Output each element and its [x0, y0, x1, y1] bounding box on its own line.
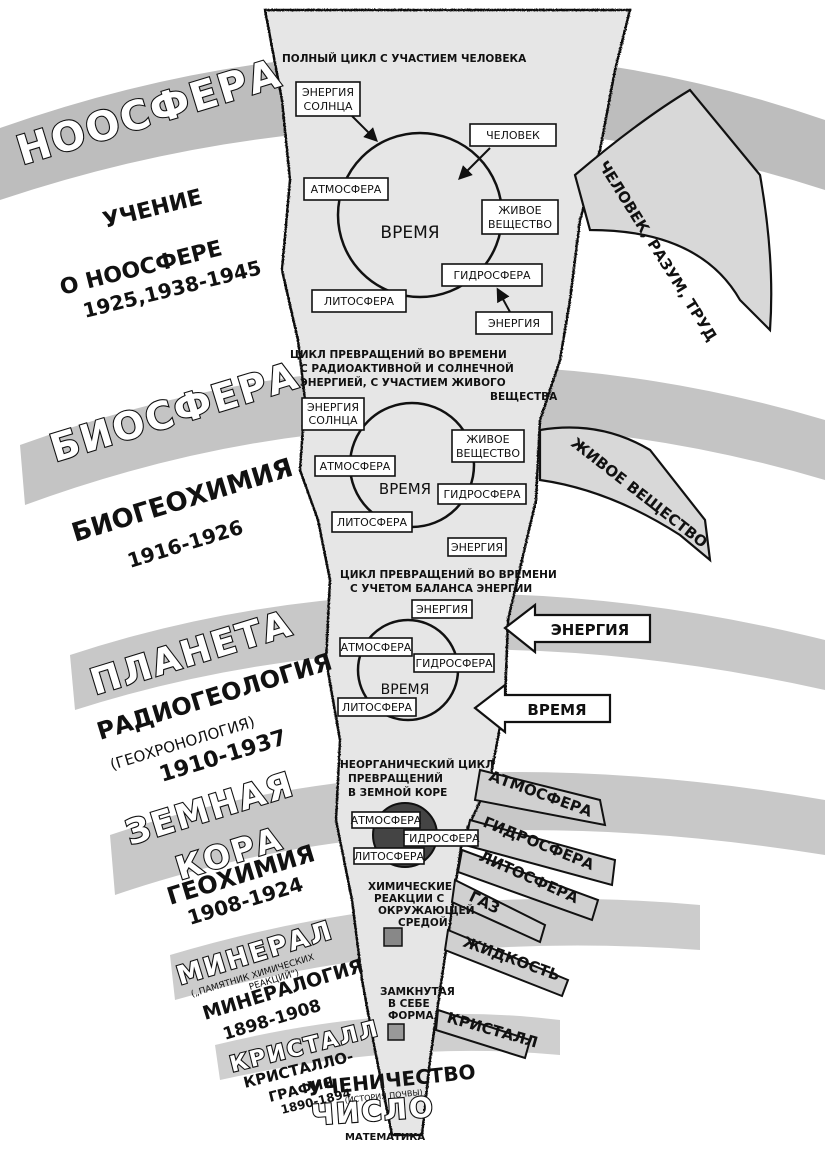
bio-sun-1: ЭНЕРГИЯ: [307, 401, 359, 414]
noo-living-2: ВЕЩЕСТВО: [488, 218, 552, 231]
crust-caption-3: В ЗЕМНОЙ КОРЕ: [348, 786, 447, 799]
noo-hydro: ГИДРОСФЕРА: [453, 269, 531, 282]
branch-living: [540, 428, 710, 561]
crust-hydro: ГИДРОСФЕРА: [402, 832, 480, 845]
crust-litho: ЛИТОСФЕРА: [354, 850, 425, 863]
noo-caption: ПОЛНЫЙ ЦИКЛ С УЧАСТИЕМ ЧЕЛОВЕКА: [282, 52, 527, 65]
energy-in-label: ЭНЕРГИЯ: [551, 621, 629, 639]
crystal-caption-1: ЗАМКНУТАЯ: [380, 986, 455, 998]
planet-caption-2: С УЧЕТОМ БАЛАНСА ЭНЕРГИИ: [350, 583, 532, 595]
science-math: МАТЕМАТИКА: [345, 1132, 425, 1143]
noo-energy: ЭНЕРГИЯ: [488, 317, 540, 330]
science-noosphere-1: УЧЕНИЕ: [100, 185, 205, 234]
noo-living-1: ЖИВОЕ: [498, 204, 541, 217]
time-in-label: ВРЕМЯ: [527, 701, 586, 719]
noo-time: ВРЕМЯ: [380, 223, 439, 243]
crystal-cube: [388, 1024, 404, 1040]
planet-litho: ЛИТОСФЕРА: [342, 701, 413, 714]
noo-sun-1: ЭНЕРГИЯ: [302, 86, 354, 99]
bio-caption-3: ЭНЕРГИЕЙ, С УЧАСТИЕМ ЖИВОГО: [300, 376, 506, 389]
bio-hydro: ГИДРОСФЕРА: [443, 488, 521, 501]
bio-litho: ЛИТОСФЕРА: [337, 516, 408, 529]
crystal-caption-3: ФОРМА: [388, 1010, 434, 1022]
bio-sun-2: СОЛНЦА: [309, 414, 358, 427]
crystal-caption-2: В СЕБЕ: [388, 998, 430, 1010]
planet-atmo: АТМОСФЕРА: [341, 641, 412, 654]
bio-caption-4: ВЕЩЕСТВА: [490, 391, 558, 403]
bio-time: ВРЕМЯ: [379, 480, 431, 498]
crust-caption-2: ПРЕВРАЩЕНИЙ: [348, 772, 443, 785]
planet-hydro: ГИДРОСФЕРА: [415, 657, 493, 670]
bio-energy: ЭНЕРГИЯ: [451, 541, 503, 554]
mineral-cube: [384, 928, 402, 946]
mineral-caption-3: ОКРУЖАЮЩЕЙ: [378, 904, 474, 917]
bio-caption-1: ЦИКЛ ПРЕВРАЩЕНИЙ ВО ВРЕМЕНИ: [290, 348, 507, 361]
bio-living-2: ВЕЩЕСТВО: [456, 447, 520, 460]
mineral-caption-4: СРЕДОЙ: [398, 916, 448, 929]
bio-caption-2: С РАДИОАКТИВНОЙ И СОЛНЕЧНОЙ: [300, 362, 514, 375]
crust-caption-1: НЕОРГАНИЧЕСКИЙ ЦИКЛ: [340, 758, 494, 771]
mineral-caption-2: РЕАКЦИИ С: [374, 893, 445, 905]
mineral-caption-1: ХИМИЧЕСКИЕ: [368, 881, 452, 893]
crust-atmo: АТМОСФЕРА: [351, 814, 422, 827]
noo-atmo: АТМОСФЕРА: [311, 183, 382, 196]
noo-litho: ЛИТОСФЕРА: [324, 295, 395, 308]
bio-living-1: ЖИВОЕ: [466, 433, 509, 446]
noo-sun-2: СОЛНЦА: [304, 100, 353, 113]
bio-atmo: АТМОСФЕРА: [320, 460, 391, 473]
planet-caption-1: ЦИКЛ ПРЕВРАЩЕНИЙ ВО ВРЕМЕНИ: [340, 568, 557, 581]
planet-energy: ЭНЕРГИЯ: [416, 603, 468, 616]
planet-time: ВРЕМЯ: [381, 682, 430, 698]
noo-human: ЧЕЛОВЕК: [486, 129, 540, 142]
